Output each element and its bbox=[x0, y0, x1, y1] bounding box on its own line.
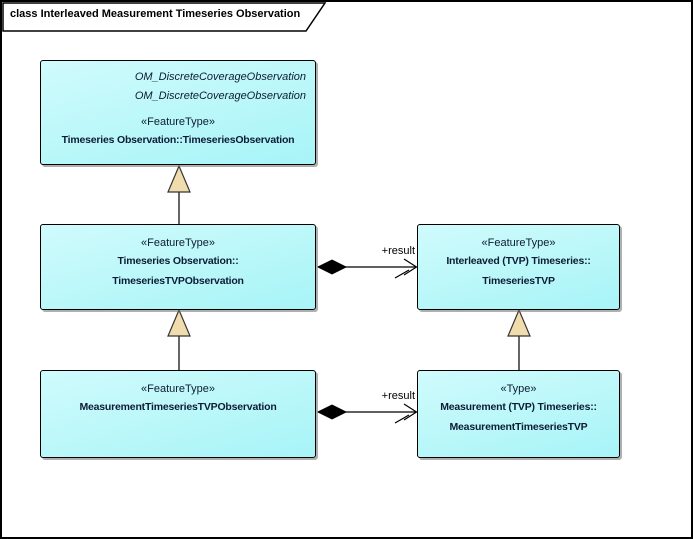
class-name: Interleaved (TVP) Timeseries:: bbox=[446, 255, 591, 267]
composition-diamond-icon bbox=[316, 259, 348, 275]
class-name: MeasurementTimeseriesTVPObservation bbox=[79, 401, 277, 413]
generalization-measurementtvp-to-timeseriestvp[interactable] bbox=[507, 308, 531, 370]
composition-result-bottom[interactable] bbox=[316, 403, 418, 424]
parent-class-name: OM_DiscreteCoverageObservation bbox=[134, 90, 306, 102]
stereotype-label: «FeatureType» bbox=[481, 237, 556, 249]
class-box-timeseries-tvp-observation[interactable]: «FeatureType» Timeseries Observation:: T… bbox=[40, 224, 316, 310]
generalization-tvpobservation-to-timeseriesobservation[interactable] bbox=[167, 164, 191, 224]
stereotype-label: «Type» bbox=[500, 383, 537, 395]
generalization-triangle-icon bbox=[507, 308, 531, 337]
parent-class-list: OM_DiscreteCoverageObservation OM_Discre… bbox=[41, 68, 315, 106]
generalization-measurementobservation-to-tvpobservation[interactable] bbox=[167, 308, 191, 370]
composition-diamond-icon bbox=[316, 404, 348, 420]
class-box-timeseries-observation[interactable]: OM_DiscreteCoverageObservation OM_Discre… bbox=[40, 60, 316, 165]
diagram-frame-tab bbox=[2, 2, 327, 32]
class-box-measurement-timeseries-tvp[interactable]: «Type» Measurement (TVP) Timeseries:: Me… bbox=[417, 370, 620, 458]
diagram-frame-title: class Interleaved Measurement Timeseries… bbox=[10, 8, 301, 20]
open-arrowhead-icon bbox=[403, 403, 418, 421]
stereotype-label: «FeatureType» bbox=[141, 383, 215, 395]
class-name: TimeseriesTVPObservation bbox=[112, 275, 244, 287]
open-arrowhead-icon bbox=[394, 414, 410, 424]
stereotype-label: «FeatureType» bbox=[141, 237, 215, 249]
class-name: Timeseries Observation:: bbox=[117, 255, 239, 267]
composition-result-top[interactable] bbox=[316, 258, 418, 279]
generalization-triangle-icon bbox=[167, 164, 191, 193]
class-box-measurement-timeseries-tvp-observation[interactable]: «FeatureType» MeasurementTimeseriesTVPOb… bbox=[40, 370, 316, 458]
parent-class-name: OM_DiscreteCoverageObservation bbox=[134, 71, 306, 83]
class-name: TimeseriesTVP bbox=[482, 275, 555, 287]
generalization-triangle-icon bbox=[167, 308, 191, 337]
connector-role-label-result-top: +result bbox=[381, 245, 415, 257]
connector-role-label-result-bottom: +result bbox=[381, 390, 415, 402]
class-box-timeseries-tvp[interactable]: «FeatureType» Interleaved (TVP) Timeseri… bbox=[417, 224, 620, 310]
class-name: MeasurementTimeseriesTVP bbox=[449, 421, 588, 433]
open-arrowhead-icon bbox=[394, 269, 410, 279]
stereotype-label: «FeatureType» bbox=[141, 116, 215, 128]
class-name: Measurement (TVP) Timeseries:: bbox=[440, 401, 597, 413]
class-name: Timeseries Observation::TimeseriesObserv… bbox=[61, 134, 295, 146]
open-arrowhead-icon bbox=[403, 258, 418, 276]
